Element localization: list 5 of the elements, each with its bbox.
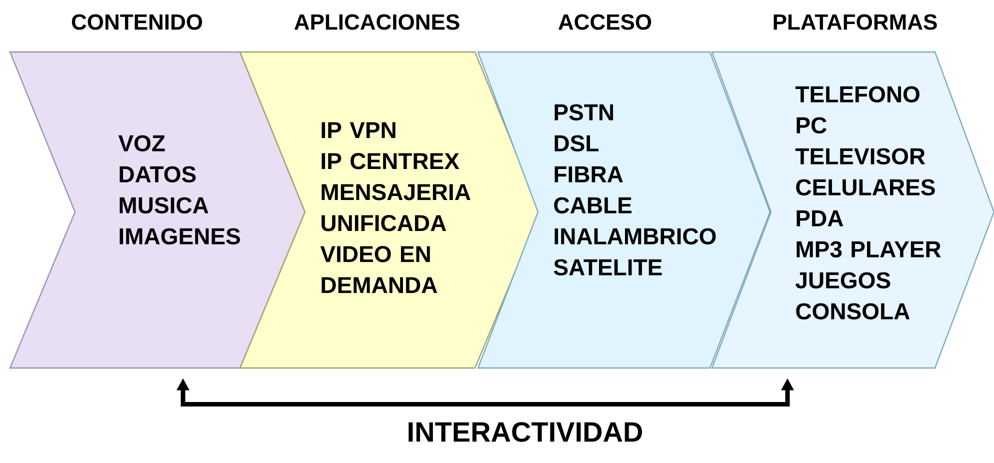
edge-label: INTERACTIVIDAD (408, 422, 642, 442)
node-label: APLICACIONES (294, 14, 460, 30)
node-label: CONTENIDO (72, 14, 202, 30)
node-label: PLATAFORMAS (774, 14, 937, 30)
node-label: ACCESO (558, 14, 652, 30)
